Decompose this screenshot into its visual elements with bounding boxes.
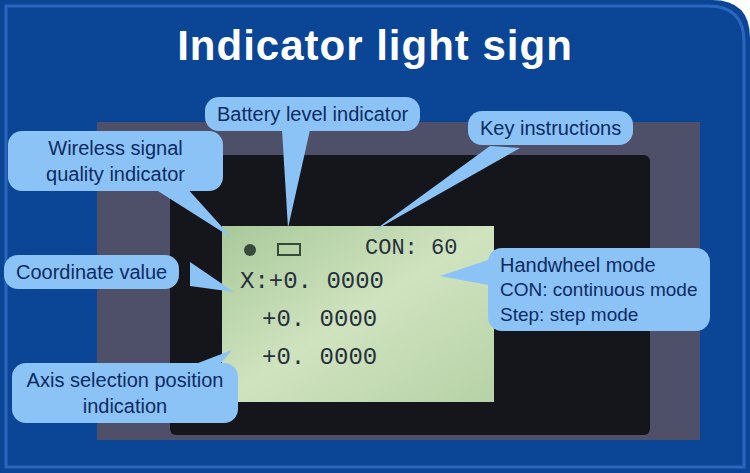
callout-text: Key instructions [480, 115, 621, 141]
callout-text: Wireless signal quality indicator [20, 135, 211, 187]
callout-text: Coordinate value [16, 259, 167, 285]
lcd-text: +0. 0000 [262, 344, 377, 371]
lcd-text: X:+0. 0000 [240, 268, 384, 295]
callout-bubble: Axis selection position indication [12, 363, 238, 423]
bubble-tail [190, 262, 234, 292]
lcd-text: +0. 0000 [262, 306, 377, 333]
lcd-screen [222, 226, 494, 402]
panel-border [6, 6, 744, 467]
callout-text: CON: continuous mode [500, 278, 698, 303]
lcd-text: CON: 60 [365, 236, 457, 261]
callout-bubble: Wireless signal quality indicator [8, 131, 223, 191]
callout-text: Step: step mode [500, 303, 698, 328]
callout-text: Battery level indicator [217, 101, 408, 127]
bubble-tail [282, 130, 310, 228]
bubble-tail [150, 186, 232, 238]
callout-bubble: Coordinate value [4, 255, 179, 289]
callout-text: Axis selection position indication [24, 367, 226, 419]
title: Indicator light sign [0, 22, 750, 70]
callout-bubble: Battery level indicator [205, 97, 420, 131]
callout-text: Handwheel mode [500, 252, 698, 278]
callout-bubble: Handwheel modeCON: continuous modeStep: … [488, 248, 710, 331]
battery-icon [278, 244, 300, 255]
signal-icon [244, 244, 256, 256]
callout-bubble: Key instructions [468, 111, 633, 145]
bubble-tail [372, 146, 520, 232]
bubble-tail [440, 258, 494, 286]
